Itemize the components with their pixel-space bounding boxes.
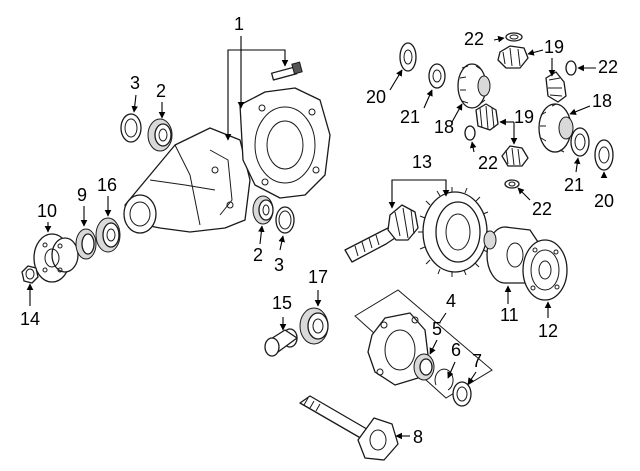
callout-22-top: 22 [464, 29, 485, 49]
callout-20-right: 20 [594, 191, 615, 211]
pinion-mate-gear-mid [475, 103, 499, 131]
side-bearing-right [252, 195, 274, 225]
side-seal-left [120, 113, 142, 143]
callout-11: 11 [500, 305, 519, 325]
callout-20-left: 20 [366, 87, 387, 107]
output-shaft [299, 395, 399, 461]
pinion-nut [21, 265, 39, 284]
side-gear-left [457, 63, 491, 109]
pinion-mate-gear-bottom [501, 145, 529, 167]
snap-ring [434, 368, 454, 391]
pinion-washer-bottom [504, 179, 520, 189]
side-seal-right [275, 206, 295, 234]
callout-18-left: 18 [434, 117, 455, 137]
extension-seal [452, 381, 472, 407]
pinion-seal [75, 228, 97, 260]
callout-9: 9 [77, 185, 88, 205]
housing-bolt [270, 61, 303, 81]
callout-19-top: 19 [544, 37, 565, 57]
pinion-mate-gear-top [497, 45, 529, 69]
differential-carrier-housing [123, 127, 251, 234]
callout-16: 16 [97, 175, 118, 195]
pinion-washer-mid [464, 125, 476, 141]
pinion-washer-top [505, 32, 523, 42]
callout-14: 14 [20, 309, 41, 329]
callout-22-bottom: 22 [532, 199, 553, 219]
callout-21-right: 21 [564, 175, 585, 195]
leader-lines [26, 35, 608, 440]
callout-17: 17 [308, 267, 329, 287]
pinion-spacer-sleeve [264, 328, 298, 357]
callout-10: 10 [37, 201, 58, 221]
callout-13: 13 [412, 152, 433, 172]
callout-15: 15 [272, 293, 293, 313]
callout-6: 6 [451, 340, 462, 360]
thrust-washer-left [399, 42, 417, 72]
differential-cover [239, 87, 331, 199]
companion-flange [33, 233, 79, 283]
callout-4: 4 [446, 291, 457, 311]
pinion-front-bearing [95, 217, 121, 253]
extension-housing [367, 312, 429, 386]
pinion-mate-gear-right [545, 71, 567, 103]
callout-7: 7 [472, 351, 483, 371]
callout-22-right: 22 [598, 57, 619, 77]
ring-gear [418, 187, 491, 277]
callout-3-upper: 3 [130, 73, 141, 93]
side-bearing-left [147, 118, 173, 152]
pinion-rear-bearing [299, 307, 329, 345]
callout-12: 12 [538, 321, 559, 341]
side-washer-right [570, 127, 590, 157]
extension-bearing [413, 353, 435, 381]
drive-pinion-gear [344, 204, 419, 263]
callout-18-right: 18 [592, 91, 613, 111]
side-gear-right [538, 103, 574, 153]
callout-21-left: 21 [400, 107, 421, 127]
side-washer-left [428, 63, 446, 89]
callout-22-mid: 22 [478, 153, 499, 173]
callout-2-lower: 2 [253, 245, 264, 265]
differential-case-cover [522, 239, 568, 301]
callout-8: 8 [413, 427, 424, 447]
pinion-washer-small [565, 60, 577, 76]
callout-2-upper: 2 [156, 81, 167, 101]
callout-5: 5 [432, 319, 443, 339]
thrust-washer-right [594, 139, 614, 171]
callout-19-mid: 19 [514, 107, 535, 127]
callout-1: 1 [234, 14, 245, 34]
callout-3-lower: 3 [274, 255, 285, 275]
